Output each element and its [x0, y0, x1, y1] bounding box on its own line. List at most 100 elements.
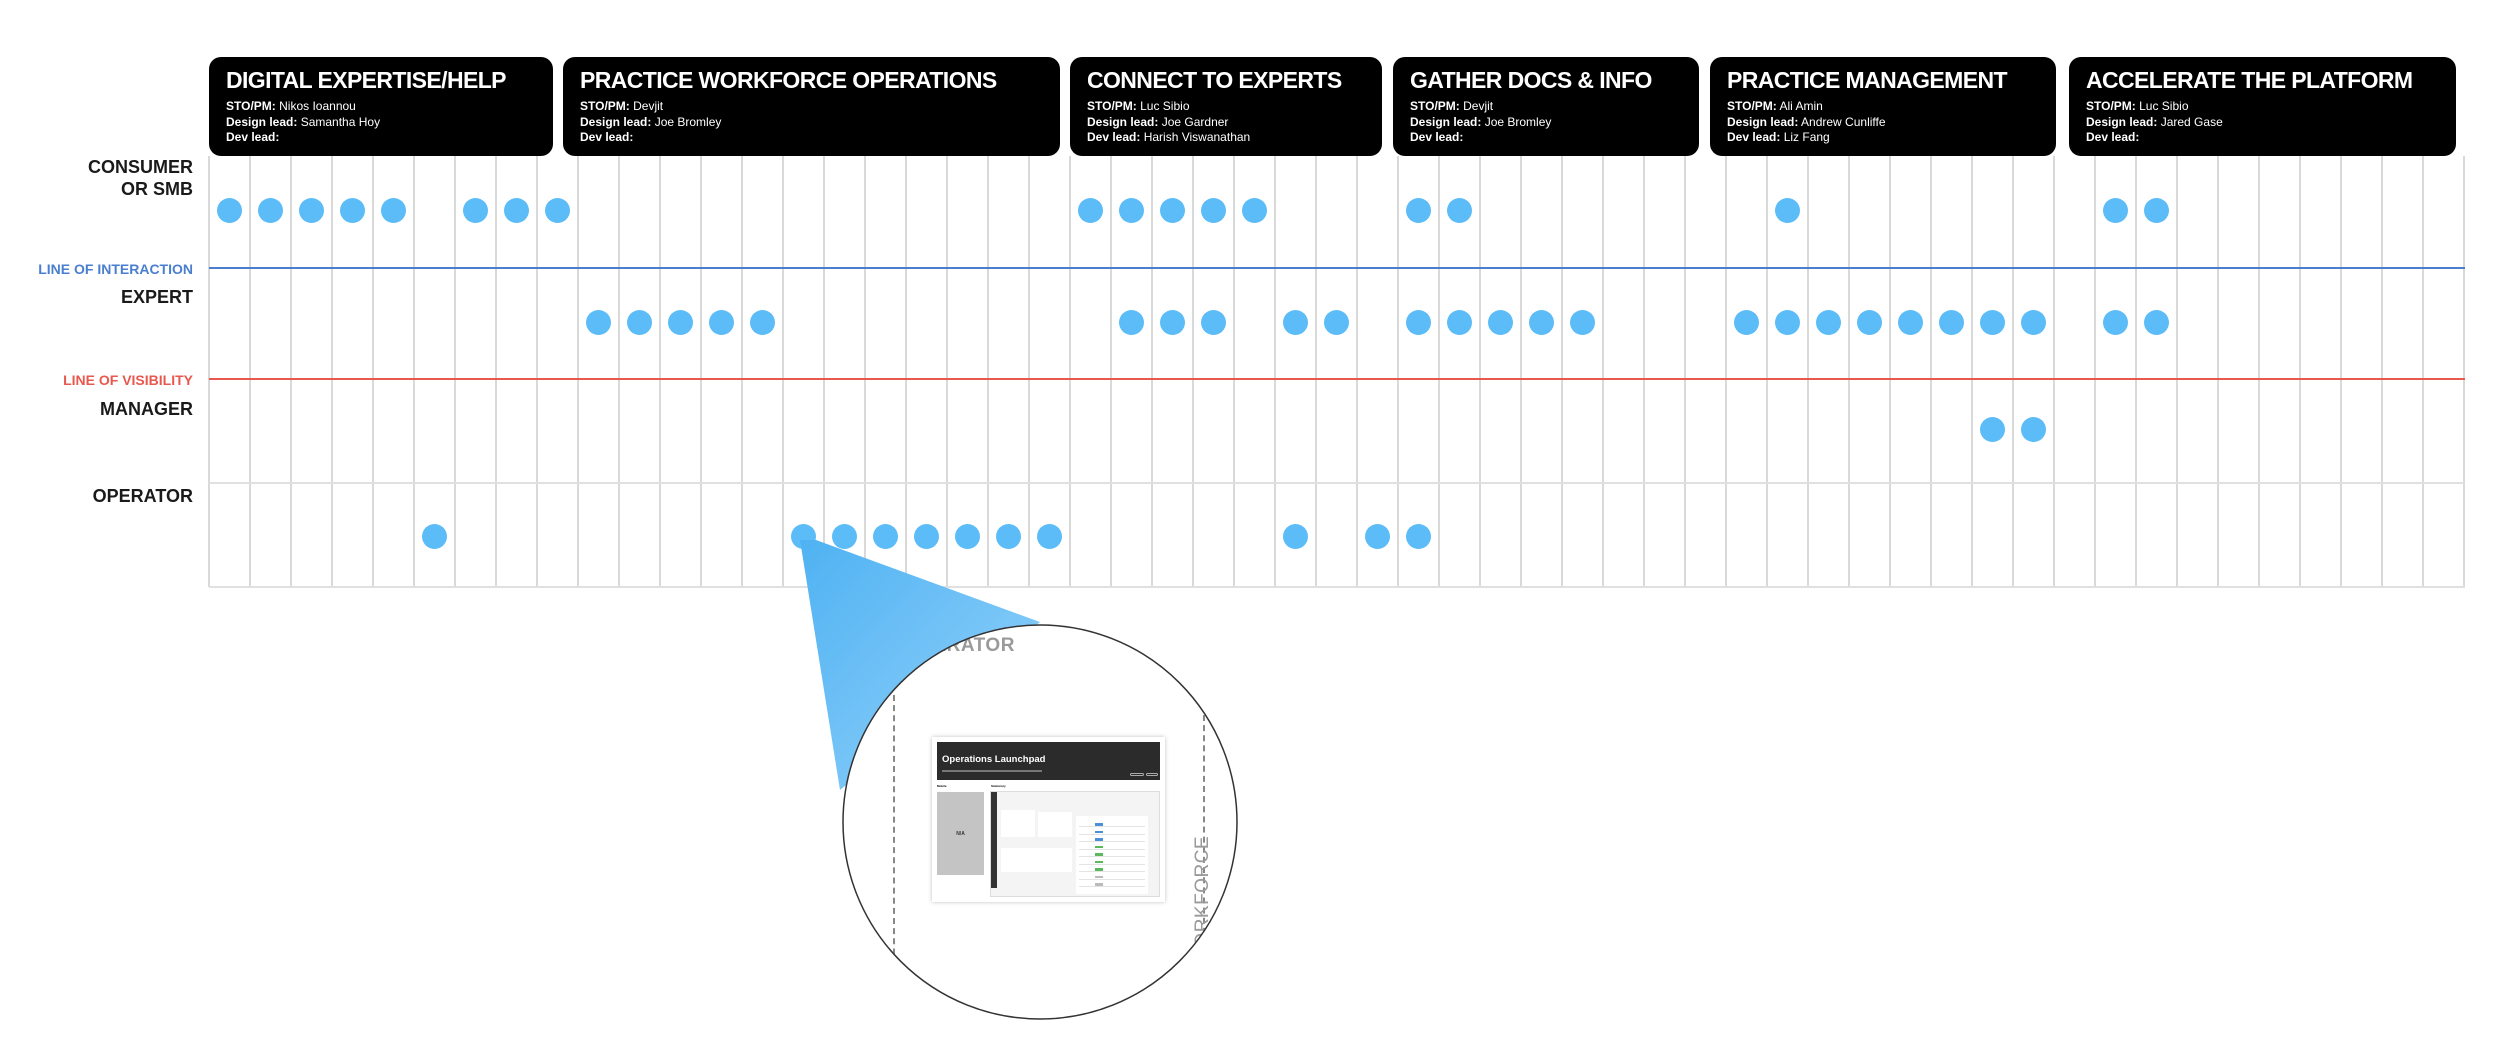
- grid-column-line: [1807, 156, 1809, 587]
- touchpoint-expert[interactable]: [1980, 309, 2005, 335]
- dev-lead-label: Dev lead:: [580, 130, 634, 144]
- touchpoint-consumer[interactable]: [504, 197, 529, 223]
- sto-pm-label: STO/PM:: [580, 99, 630, 113]
- touchpoint-expert[interactable]: [1447, 309, 1472, 335]
- touchpoint-manager[interactable]: [2021, 416, 2046, 442]
- touchpoint-operator[interactable]: [996, 523, 1021, 549]
- touchpoint-manager[interactable]: [1980, 416, 2005, 442]
- sto-pm-value: Devjit: [1463, 99, 1494, 113]
- touchpoint-expert[interactable]: [709, 309, 734, 335]
- touchpoint-expert[interactable]: [1324, 309, 1349, 335]
- grid-column-line: [536, 156, 538, 587]
- lane-divider-left: [893, 695, 895, 995]
- grid-column-line: [1602, 156, 1604, 587]
- touchpoint-consumer[interactable]: [381, 197, 406, 223]
- touchpoint-consumer[interactable]: [1406, 197, 1431, 223]
- phase-title: ACCELERATE THE PLATFORM: [2086, 67, 2413, 93]
- status-badge: [1095, 823, 1103, 826]
- touchpoint-expert[interactable]: [1283, 309, 1308, 335]
- row-label-consumer: CONSUMER OR SMB: [88, 156, 193, 200]
- sto-pm: STO/PM: Nikos Ioannou: [226, 99, 553, 115]
- grid-column-line: [2176, 156, 2178, 587]
- touchpoint-operator[interactable]: [422, 523, 447, 549]
- row-label-manager: MANAGER: [100, 399, 193, 419]
- touchpoint-expert[interactable]: [627, 309, 652, 335]
- touchpoint-expert[interactable]: [1734, 309, 1759, 335]
- status-badge: [1095, 868, 1103, 871]
- touchpoint-consumer[interactable]: [1447, 197, 1472, 223]
- thumbnail-header: Operations Launchpad: [937, 742, 1160, 780]
- touchpoint-operator[interactable]: [873, 523, 898, 549]
- design-lead-value: Jared Gase: [2160, 114, 2223, 129]
- touchpoint-consumer[interactable]: [340, 197, 365, 223]
- mobile-label: Mobile: [937, 784, 947, 788]
- touchpoint-operator[interactable]: [1365, 523, 1390, 549]
- touchpoint-expert[interactable]: [1529, 309, 1554, 335]
- sto-pm-value: Ali Amin: [1779, 99, 1823, 113]
- touchpoint-operator[interactable]: [832, 523, 857, 549]
- touchpoint-operator[interactable]: [1406, 523, 1431, 549]
- touchpoint-consumer[interactable]: [1775, 197, 1800, 223]
- status-badge: [1095, 830, 1103, 833]
- touchpoint-consumer[interactable]: [217, 197, 242, 223]
- row-label-expert: EXPERT: [120, 287, 193, 307]
- touchpoint-expert[interactable]: [2144, 309, 2169, 335]
- thumbnail-table: [1076, 816, 1148, 894]
- touchpoint-expert[interactable]: [1406, 309, 1431, 335]
- touchpoint-expert[interactable]: [668, 309, 693, 335]
- touchpoint-expert[interactable]: [2103, 309, 2128, 335]
- touchpoint-expert[interactable]: [586, 309, 611, 335]
- grid-column-line: [659, 156, 661, 587]
- stationary-label: Stationary: [991, 784, 1006, 788]
- grid-column-line: [2381, 156, 2383, 587]
- touchpoint-operator[interactable]: [914, 523, 939, 549]
- touchpoint-consumer[interactable]: [1242, 197, 1267, 223]
- touchpoint-consumer[interactable]: [463, 197, 488, 223]
- touchpoint-consumer[interactable]: [1160, 197, 1185, 223]
- touchpoint-expert[interactable]: [1775, 309, 1800, 335]
- design-lead: Design lead: Joe Gardner: [1087, 115, 1382, 131]
- touchpoint-expert[interactable]: [1898, 309, 1923, 335]
- touchpoint-expert[interactable]: [1119, 309, 1144, 335]
- touchpoint-expert[interactable]: [1488, 309, 1513, 335]
- touchpoint-expert[interactable]: [1160, 309, 1185, 335]
- grid-column-line: [1479, 156, 1481, 587]
- touchpoint-expert[interactable]: [1816, 309, 1841, 335]
- touchpoint-consumer[interactable]: [1078, 197, 1103, 223]
- touchpoint-expert[interactable]: [750, 309, 775, 335]
- row-divider: [209, 482, 2465, 484]
- touchpoint-consumer[interactable]: [1201, 197, 1226, 223]
- mobile-placeholder-text: N/A: [956, 830, 965, 837]
- touchpoint-consumer[interactable]: [299, 197, 324, 223]
- line-of-visibility: [209, 378, 2465, 380]
- touchpoint-operator[interactable]: [955, 523, 980, 549]
- touchpoint-operator[interactable]: [1037, 523, 1062, 549]
- sto-pm-label: STO/PM:: [1410, 99, 1460, 113]
- touchpoint-expert[interactable]: [2021, 309, 2046, 335]
- touchpoint-consumer[interactable]: [258, 197, 283, 223]
- sto-pm-value: Luc Sibio: [1140, 99, 1190, 113]
- grid-column-line: [2135, 156, 2137, 587]
- grid-column-line: [1889, 156, 1891, 587]
- touchpoint-consumer[interactable]: [545, 197, 570, 223]
- status-badge: [1095, 838, 1103, 841]
- grid-column-line: [1151, 156, 1153, 587]
- grid-column-line: [1725, 156, 1727, 587]
- screen-thumbnail: Operations Launchpad Mobile Stationary N…: [932, 737, 1165, 902]
- touchpoint-expert[interactable]: [1939, 309, 1964, 335]
- touchpoint-consumer[interactable]: [2144, 197, 2169, 223]
- thumbnail-table-row: [1079, 823, 1145, 827]
- grid-column-line: [2217, 156, 2219, 587]
- grid-column-line: [577, 156, 579, 587]
- touchpoint-expert[interactable]: [1201, 309, 1226, 335]
- touchpoint-expert[interactable]: [1857, 309, 1882, 335]
- touchpoint-consumer[interactable]: [1119, 197, 1144, 223]
- grid-column-line: [1643, 156, 1645, 587]
- sto-pm-label: STO/PM:: [2086, 99, 2136, 113]
- touchpoint-expert[interactable]: [1570, 309, 1595, 335]
- grid-column-line: [1315, 156, 1317, 587]
- touchpoint-operator[interactable]: [1283, 523, 1308, 549]
- grid-column-line: [2094, 156, 2096, 587]
- touchpoint-consumer[interactable]: [2103, 197, 2128, 223]
